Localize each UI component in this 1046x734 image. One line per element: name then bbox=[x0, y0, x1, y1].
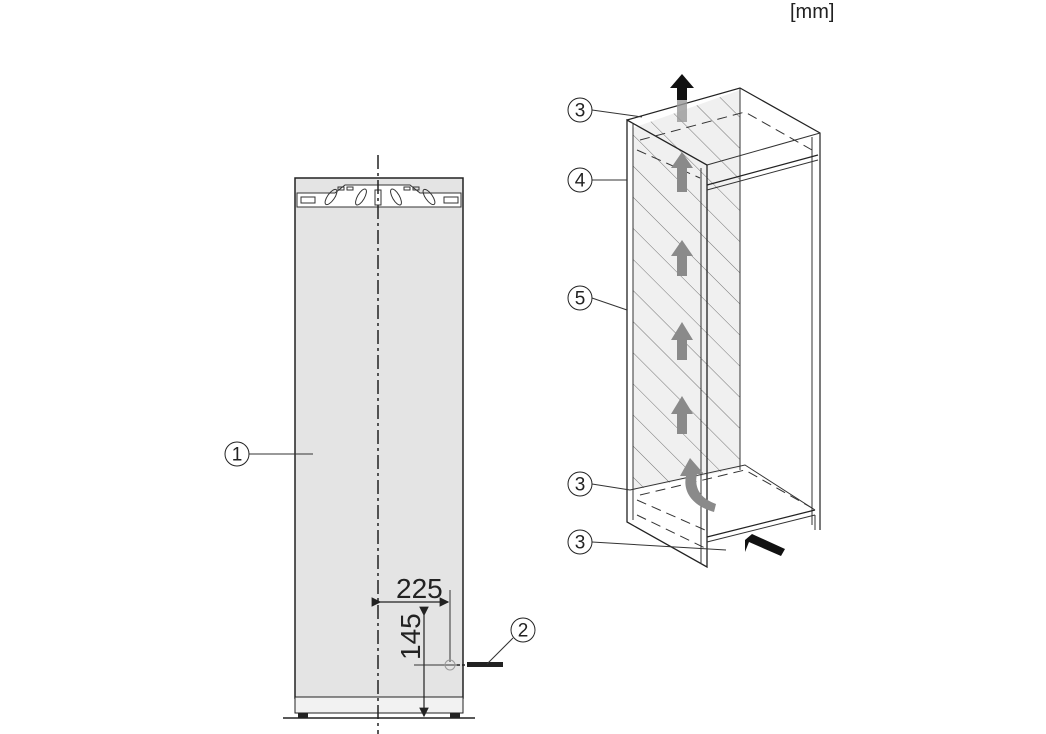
callout-3-middle: 3 bbox=[575, 475, 586, 496]
callout-5: 5 bbox=[575, 289, 586, 310]
dimension-145: 145 bbox=[395, 613, 426, 660]
unit-label: [mm] bbox=[790, 1, 834, 23]
plinth bbox=[294, 696, 464, 714]
connection-point bbox=[444, 659, 456, 671]
foot-right bbox=[450, 713, 460, 718]
foot-left bbox=[298, 713, 308, 718]
callout-2-circle bbox=[510, 617, 536, 643]
cabinet-ventilation-view: 3 4 5 3 3 bbox=[567, 74, 821, 569]
callout-1-circle bbox=[224, 441, 250, 467]
intake-arrow-icon bbox=[745, 534, 785, 556]
exhaust-arrow-icon bbox=[670, 74, 694, 100]
callout-2: 2 bbox=[518, 621, 529, 642]
callout-1: 1 bbox=[232, 445, 243, 466]
callout-3-top: 3 bbox=[575, 101, 586, 122]
appliance-body bbox=[294, 177, 464, 699]
appliance-front-view: 225 145 1 2 bbox=[224, 155, 536, 734]
callout-3-bottom: 3 bbox=[575, 533, 586, 554]
airflow-arrows-icon bbox=[671, 152, 716, 512]
dimension-225: 225 bbox=[396, 573, 443, 604]
water-connection bbox=[467, 662, 503, 667]
mounting-bracket bbox=[296, 184, 462, 208]
callout-4: 4 bbox=[575, 171, 586, 192]
